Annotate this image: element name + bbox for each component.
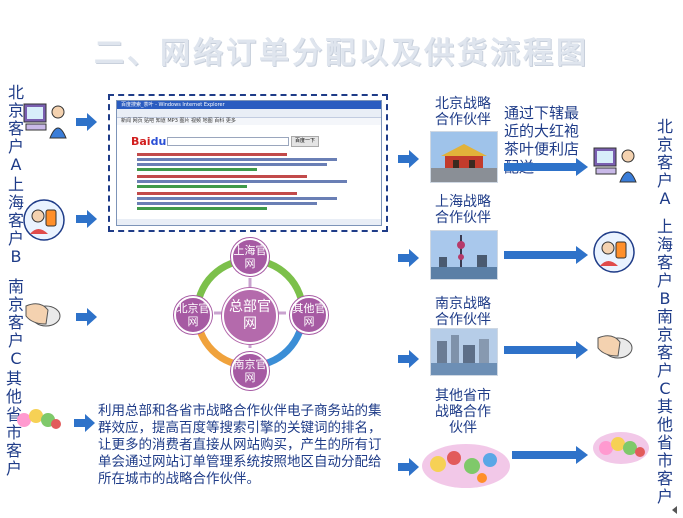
description-text: 利用总部和各省市战略合作伙伴电子商务站的集群效应，提高百度等搜索引擎的关键词的排… bbox=[98, 403, 382, 487]
page-title: 二、网络订单分配以及供货流程图 bbox=[94, 36, 589, 71]
result-line bbox=[137, 202, 317, 205]
left-customer-beijing: 北京客户A bbox=[7, 83, 24, 174]
arrow-right-icon bbox=[398, 150, 419, 168]
nanjing-photo bbox=[430, 328, 498, 376]
status-bar bbox=[117, 219, 381, 225]
customer-phone-icon bbox=[593, 231, 635, 273]
customer-group-icon bbox=[593, 432, 649, 464]
address-bar bbox=[117, 109, 381, 118]
result-line bbox=[137, 185, 247, 188]
customer-group-icon bbox=[17, 409, 61, 429]
delivery-note: 通过下辖最近的大红袍茶叶便利店配送 bbox=[504, 104, 580, 176]
result-line bbox=[137, 192, 297, 195]
customer-mouse-icon bbox=[597, 335, 633, 359]
partner-nanjing: 南京战略合作伙伴 bbox=[435, 296, 491, 328]
right-customer-beijing: 北京客户A bbox=[656, 117, 673, 208]
shanghai-photo bbox=[430, 230, 498, 280]
arrow-right-icon bbox=[504, 246, 588, 264]
left-customer-other: 其他省市客户 bbox=[5, 369, 22, 478]
baidu-logo: Baidu bbox=[131, 135, 167, 148]
arrow-right-icon bbox=[504, 158, 588, 176]
customer-computer-icon bbox=[23, 103, 67, 139]
search-engine-screenshot: 百度搜索_茶叶 - Windows Internet Explorer 新闻 网… bbox=[108, 94, 388, 232]
customer-computer-icon bbox=[593, 147, 637, 183]
hub-node-shanghai: 上海官网 bbox=[231, 238, 269, 276]
customer-mouse-icon bbox=[25, 303, 61, 327]
result-line bbox=[137, 153, 287, 156]
result-line bbox=[137, 197, 337, 200]
result-line bbox=[137, 207, 267, 210]
partner-shanghai: 上海战略合作伙伴 bbox=[435, 194, 491, 226]
arrow-right-icon bbox=[76, 210, 97, 228]
result-line bbox=[137, 158, 337, 161]
result-line bbox=[137, 175, 307, 178]
hub-node-beijing: 北京官网 bbox=[174, 296, 212, 334]
arrow-right-icon bbox=[398, 458, 419, 476]
other-cities-icon bbox=[422, 444, 510, 488]
left-customer-nanjing: 南京客户C bbox=[7, 277, 24, 368]
partner-other: 其他省市战略合作伙伴 bbox=[435, 388, 491, 436]
corner-marker-icon bbox=[672, 506, 677, 514]
left-customer-shanghai: 上海客户B bbox=[7, 175, 24, 266]
arrow-right-icon bbox=[76, 308, 97, 326]
hub-node-nanjing: 南京官网 bbox=[231, 352, 269, 390]
result-line bbox=[137, 180, 347, 183]
arrow-right-icon bbox=[398, 249, 419, 267]
arrow-right-icon bbox=[74, 414, 95, 432]
customer-phone-icon bbox=[23, 199, 65, 241]
result-line bbox=[137, 168, 257, 171]
beijing-photo bbox=[430, 131, 498, 183]
result-line bbox=[137, 163, 327, 166]
browser-nav: 新闻 网页 贴吧 知道 MP3 图片 视频 地图 百科 更多 bbox=[117, 118, 381, 125]
arrow-right-icon bbox=[504, 341, 588, 359]
right-customer-others: 上海客户B南京客户C其他省市客户 bbox=[656, 217, 673, 506]
arrow-right-icon bbox=[512, 446, 588, 464]
browser-title: 百度搜索_茶叶 - Windows Internet Explorer bbox=[117, 101, 381, 109]
partner-beijing: 北京战略合作伙伴 bbox=[435, 96, 491, 128]
arrow-right-icon bbox=[76, 113, 97, 131]
hub-headquarters: 总部官网 bbox=[222, 288, 278, 344]
arrow-right-icon bbox=[398, 350, 419, 368]
search-input[interactable] bbox=[167, 137, 289, 146]
hub-node-other: 其他官网 bbox=[290, 296, 328, 334]
search-button[interactable]: 百度一下 bbox=[291, 136, 319, 147]
